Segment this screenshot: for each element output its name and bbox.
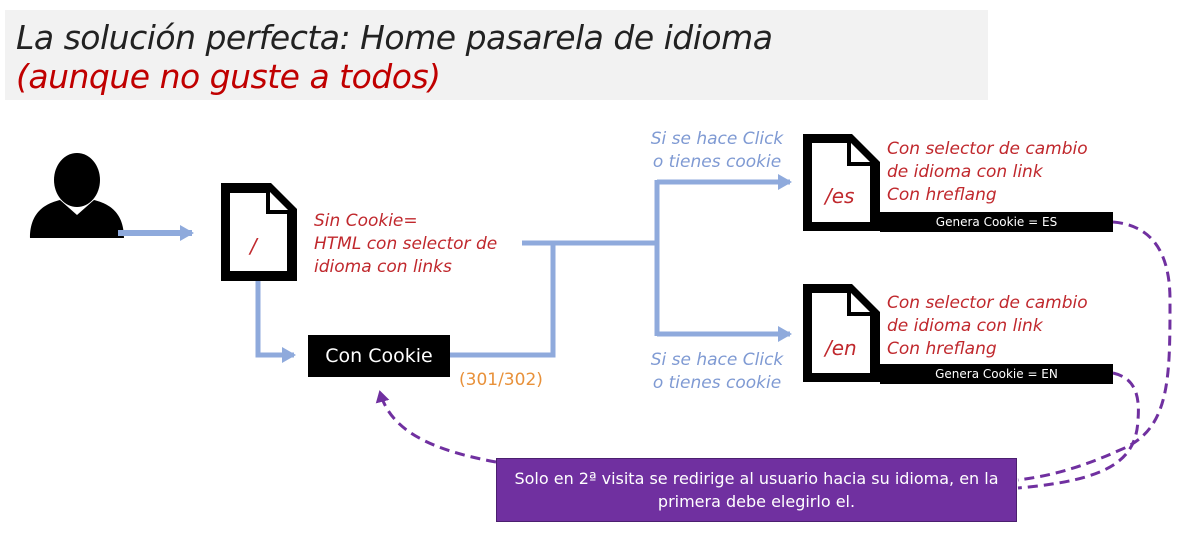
- con-cookie-box: Con Cookie: [308, 335, 450, 377]
- root-document-icon: [221, 183, 297, 281]
- branch-bottom-line1: Si se hace Click: [650, 350, 784, 370]
- line-cookie-to-branch: [450, 243, 556, 358]
- branch-top-line1: Si se hace Click: [650, 129, 784, 149]
- en-file-label: /en: [825, 336, 857, 360]
- es-document-icon: [803, 134, 880, 231]
- en-desc-line3: Con hreflang: [887, 339, 997, 359]
- root-desc-line3: idioma con links: [314, 257, 452, 277]
- branch-bottom-line2: o tienes cookie: [652, 373, 782, 393]
- es-file-label: /es: [825, 184, 855, 208]
- dashed-line-es-to-note: [1017, 220, 1172, 482]
- page-title: La solución perfecta: Home pasarela de i…: [16, 18, 773, 57]
- es-desc-line2: de idioma con link: [887, 162, 1043, 182]
- user-silhouette-icon: [30, 153, 124, 238]
- es-desc-line3: Con hreflang: [887, 185, 997, 205]
- redirect-code: (301/302): [459, 370, 543, 390]
- arrow-root-to-cookie: [255, 281, 296, 363]
- en-cookie-badge: Genera Cookie = EN: [880, 364, 1113, 384]
- en-desc-line2: de idioma con link: [887, 316, 1043, 336]
- page-subtitle: (aunque no guste a todos): [16, 57, 441, 96]
- es-desc-line1: Con selector de cambio: [887, 139, 1088, 159]
- root-desc-line2: HTML con selector de: [314, 234, 498, 254]
- en-desc-line1: Con selector de cambio: [887, 293, 1088, 313]
- root-desc-line1: Sin Cookie=: [314, 211, 418, 231]
- dashed-line-en-to-note: [1017, 371, 1140, 490]
- dashed-arrow-note-to-cookie: [375, 390, 497, 464]
- root-file-label: /: [250, 234, 257, 258]
- title-banner: [5, 10, 988, 100]
- en-document-icon: [803, 284, 880, 382]
- es-cookie-badge: Genera Cookie = ES: [880, 212, 1113, 232]
- branch-top-line2: o tienes cookie: [652, 152, 782, 172]
- second-visit-note: Solo en 2ª visita se redirige al usuario…: [496, 458, 1017, 522]
